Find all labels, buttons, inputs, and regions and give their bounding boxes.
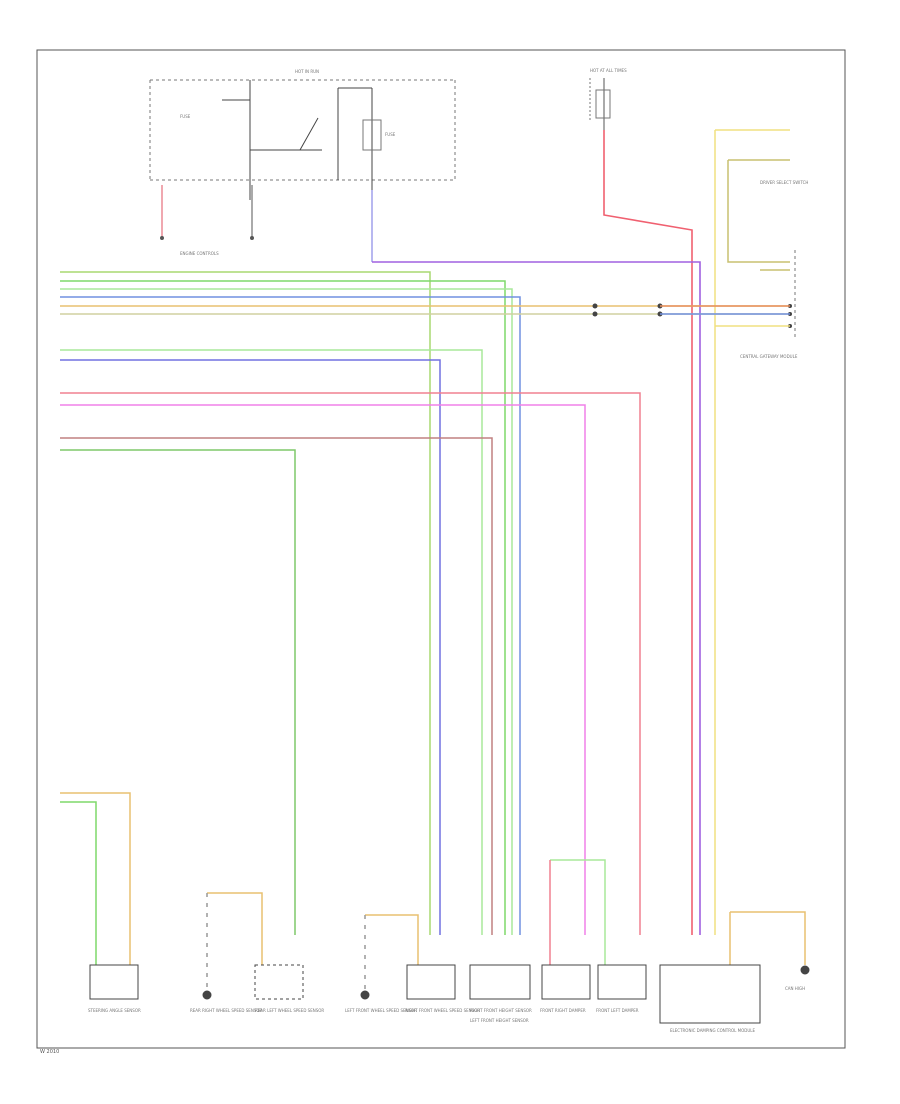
central-gateway-label: CENTRAL GATEWAY MODULE bbox=[740, 354, 798, 359]
engine-controls-label: ENGINE CONTROLS bbox=[180, 251, 219, 256]
footer-code: W 2010 bbox=[40, 1049, 59, 1055]
label-front-right-damper: FRONT RIGHT DAMPER bbox=[540, 1008, 586, 1013]
bottom-component-labels: STEERING ANGLE SENSOR REAR RIGHT WHEEL S… bbox=[88, 986, 805, 1033]
horizontal-bus-wires bbox=[60, 271, 790, 935]
label-can-high: CAN HIGH bbox=[785, 986, 805, 991]
front-right-damper bbox=[541, 964, 591, 1000]
driver-select-switch-label: DRIVER SELECT SWITCH bbox=[760, 180, 808, 185]
svg-text:HOT IN RUN: HOT IN RUN bbox=[295, 69, 319, 74]
wire-red-battery bbox=[603, 130, 693, 935]
edc-module bbox=[659, 964, 761, 1024]
label-rear-right-wheel-speed: REAR RIGHT WHEEL SPEED SENSOR bbox=[190, 1008, 262, 1013]
fuse-box-top bbox=[149, 79, 456, 200]
wire-violet-ctrl bbox=[372, 261, 701, 935]
label-left-front-wheel-speed: LEFT FRONT WHEEL SPEED SENSOR bbox=[345, 1008, 417, 1013]
right-yellow-wires bbox=[714, 129, 790, 935]
right-front-height-sensor bbox=[469, 964, 531, 1000]
hot-at-all-times-label: HOT AT ALL TIMES bbox=[590, 68, 627, 73]
label-edc-module: ELECTRONIC DAMPING CONTROL MODULE bbox=[670, 1028, 755, 1033]
bottom-components bbox=[89, 964, 810, 1024]
label-steering-angle-sensor: STEERING ANGLE SENSOR bbox=[88, 1008, 141, 1013]
left-front-wheel-speed-sensor bbox=[406, 964, 456, 1000]
steering-angle-sensor bbox=[89, 964, 139, 1000]
label-right-front-wheel-speed: RIGHT FRONT WHEEL SPEED SENSOR bbox=[405, 1008, 480, 1013]
label-rear-left-wheel-speed: REAR LEFT WHEEL SPEED SENSOR bbox=[255, 1008, 324, 1013]
bottom-left-wires bbox=[60, 792, 806, 995]
svg-text:FUSE: FUSE bbox=[180, 114, 191, 119]
diagram-frame bbox=[36, 49, 846, 1049]
top-left-connectors bbox=[160, 185, 373, 262]
svg-text:FUSE: FUSE bbox=[385, 132, 396, 137]
battery-feed bbox=[589, 78, 611, 130]
label-left-front-height: LEFT FRONT HEIGHT SENSOR bbox=[470, 1018, 529, 1023]
front-left-damper bbox=[597, 964, 647, 1000]
label-right-front-height: RIGHT FRONT HEIGHT SENSOR bbox=[470, 1008, 532, 1013]
label-front-left-damper: FRONT LEFT DAMPER bbox=[596, 1008, 639, 1013]
rear-left-wheel-speed-sensor bbox=[254, 964, 304, 1000]
